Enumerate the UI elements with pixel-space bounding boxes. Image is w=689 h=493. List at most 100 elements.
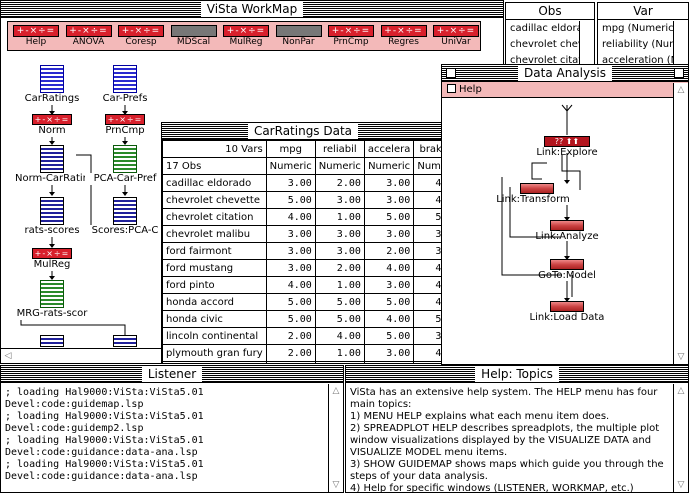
table-cell[interactable]: 5.00 <box>314 293 365 311</box>
link-load-data-node[interactable]: Link:Load Data <box>526 301 608 323</box>
column-type[interactable]: Numeric <box>314 157 365 175</box>
table-cell[interactable]: 5.00 <box>363 293 415 311</box>
column-header[interactable]: reliabil <box>314 140 365 158</box>
tool-prncmp[interactable]: +-×÷=PrnCmp <box>325 25 377 49</box>
zoom-box-icon[interactable] <box>674 68 684 78</box>
table-cell[interactable]: 3.00 <box>363 361 415 363</box>
link-transform-node[interactable]: Link:Transform <box>492 183 582 205</box>
norm-tool-icon[interactable]: +-×÷= Norm <box>22 114 82 137</box>
table-cell[interactable]: 3.00 <box>314 191 365 209</box>
scores-pca-data-icon[interactable]: Scores:PCA-C <box>87 197 163 237</box>
table-cell[interactable]: 2.00 <box>265 327 316 345</box>
goto-model-node[interactable]: GoTo:Model <box>530 259 604 281</box>
listener-scrollbar[interactable]: △ ▽ <box>328 384 343 492</box>
table-cell[interactable]: 3.00 <box>363 276 415 294</box>
mrg-child-data-icon-2[interactable] <box>113 335 137 347</box>
var-scrollbar[interactable] <box>673 21 688 65</box>
table-cell[interactable]: 3.00 <box>265 174 316 192</box>
row-label[interactable]: cadillac eldorado <box>162 174 267 192</box>
table-cell[interactable]: 3.00 <box>314 242 365 260</box>
data-analysis-title-bar[interactable]: Data Analysis <box>442 65 688 82</box>
help-title-bar[interactable]: Help: Topics <box>346 366 688 383</box>
table-cell[interactable]: 2.00 <box>314 174 365 192</box>
table-cell[interactable]: 4.00 <box>363 310 415 328</box>
row-label[interactable]: plymouth horizon <box>162 361 267 363</box>
table-cell[interactable]: 3.00 <box>265 242 316 260</box>
tool-mdscal[interactable]: MDScal <box>168 25 220 49</box>
mrg-child-data-icon[interactable] <box>40 335 64 347</box>
obs-list-item[interactable]: cadillac eldorado <box>510 23 579 34</box>
table-cell[interactable]: 2.00 <box>265 344 316 362</box>
scroll-up-icon[interactable]: △ <box>332 386 340 396</box>
tool-nonpar[interactable]: NonPar <box>273 25 325 49</box>
scroll-down-icon[interactable]: ▽ <box>677 480 685 490</box>
table-cell[interactable]: 4.00 <box>413 361 444 363</box>
scroll-up-icon[interactable]: △ <box>677 85 685 95</box>
var-list-item[interactable]: mpg (Numeric) <box>602 23 673 34</box>
table-cell[interactable]: 5.00 <box>265 191 316 209</box>
table-cell[interactable]: 2.00 <box>314 259 365 277</box>
link-analyze-node[interactable]: Link:Analyze <box>530 220 604 242</box>
row-label[interactable]: chevrolet chevette <box>162 191 267 209</box>
norm-carratin-data-icon[interactable]: Norm-CarRatin <box>11 145 93 185</box>
rats-scores-data-icon[interactable]: rats-scores <box>17 197 87 237</box>
obs-scrollbar[interactable] <box>579 21 594 65</box>
column-header[interactable]: accelera <box>363 140 415 158</box>
car-prefs-data-icon[interactable]: Car-Prefs <box>95 65 155 105</box>
table-cell[interactable]: 5.00 <box>314 310 365 328</box>
row-label[interactable]: plymouth gran fury <box>162 344 267 362</box>
close-box-icon[interactable] <box>446 68 456 78</box>
tool-univar[interactable]: +-×÷=UniVar <box>430 25 482 49</box>
table-cell[interactable]: 5.00 <box>265 293 316 311</box>
row-label[interactable]: ford fairmont <box>162 242 267 260</box>
table-cell[interactable]: 4.00 <box>265 208 316 226</box>
tool-help[interactable]: +-×÷=Help <box>10 25 62 49</box>
row-label[interactable]: ford pinto <box>162 276 267 294</box>
table-cell[interactable]: 4.00 <box>363 259 415 277</box>
tool-regres[interactable]: +-×÷=Regres <box>378 25 430 49</box>
scroll-left-icon[interactable]: ◁ <box>4 351 12 361</box>
table-cell[interactable]: 5.00 <box>265 310 316 328</box>
table-cell[interactable]: 4.00 <box>265 361 316 363</box>
help-checkbox[interactable] <box>447 84 456 93</box>
row-label[interactable]: honda civic <box>162 310 267 328</box>
table-cell[interactable]: 4.00 <box>265 276 316 294</box>
table-cell[interactable]: 3.00 <box>314 361 365 363</box>
table-cell[interactable]: 1.00 <box>314 276 365 294</box>
table-cell[interactable]: 1.00 <box>314 344 365 362</box>
pca-car-pref-model-icon[interactable]: PCA-Car-Pref <box>85 145 165 185</box>
table-cell[interactable]: 3.00 <box>265 225 316 243</box>
column-type[interactable]: Numeric <box>265 157 316 175</box>
help-scrollbar[interactable]: △ ▽ <box>673 384 688 492</box>
row-label[interactable]: chevrolet malibu <box>162 225 267 243</box>
var-title-bar[interactable]: Var <box>598 3 688 20</box>
mulreg-tool-icon[interactable]: +-×÷= MulReg <box>22 248 82 271</box>
table-row[interactable]: plymouth horizon4.003.003.004.00 <box>162 361 444 363</box>
tool-coresp[interactable]: +-×÷=Coresp <box>115 25 167 49</box>
prncmp-tool-icon[interactable]: +-×÷= PrnCmp <box>95 114 155 137</box>
row-label[interactable]: honda accord <box>162 293 267 311</box>
var-list-item[interactable]: acceleration (Numeric) <box>602 55 673 66</box>
carratings-data-icon[interactable]: CarRatings <box>21 65 83 105</box>
obs-list-item[interactable]: chevrolet citation <box>510 55 579 66</box>
table-cell[interactable]: 3.00 <box>363 191 415 209</box>
table-cell[interactable]: 3.00 <box>265 259 316 277</box>
analysis-scrollbar[interactable]: △ ▽ <box>673 83 688 364</box>
workmap-title-bar[interactable]: ViSta WorkMap <box>1 1 503 18</box>
scroll-down-icon[interactable]: ▽ <box>332 480 340 490</box>
column-header[interactable]: mpg <box>265 140 316 158</box>
table-cell[interactable]: 5.00 <box>363 327 415 345</box>
row-label[interactable]: ford mustang <box>162 259 267 277</box>
table-cell[interactable]: 3.00 <box>363 174 415 192</box>
row-label[interactable]: lincoln continental <box>162 327 267 345</box>
